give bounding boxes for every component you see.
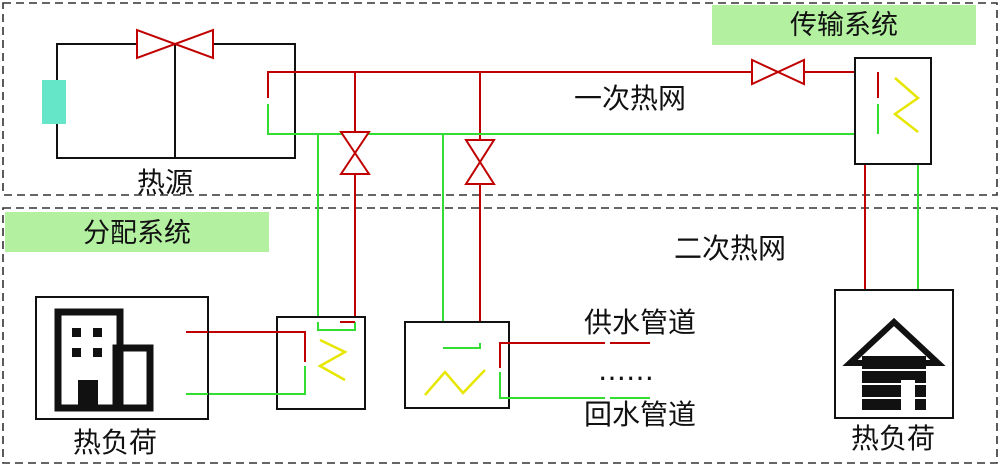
supply-pipe-label: 供水管道 <box>584 306 696 339</box>
distribution-tag <box>5 212 269 252</box>
transmission-valve <box>751 58 805 86</box>
substation-exchanger-box <box>854 57 932 165</box>
heat-source-valve <box>136 28 214 60</box>
primary-network-label: 一次热网 <box>574 82 686 115</box>
ellipsis-label: …… <box>598 354 654 387</box>
secondary-network-label: 二次热网 <box>674 232 786 265</box>
office-building-icon <box>54 308 154 412</box>
heat-source-label: 热源 <box>137 166 193 199</box>
transmission-tag <box>712 5 976 45</box>
house-icon <box>842 317 946 410</box>
distribution-region <box>2 207 998 464</box>
transmission-tag-label: 传输系统 <box>790 10 898 41</box>
heat-load-left-label: 热负荷 <box>73 426 157 459</box>
exchanger-2-box <box>404 321 510 409</box>
return-pipe-label: 回水管道 <box>584 398 696 431</box>
heat-source-block <box>42 80 66 124</box>
substation-exchanger-coil <box>892 77 921 133</box>
heat-load-right-label: 热负荷 <box>851 422 935 455</box>
branch-valve-1 <box>339 131 371 175</box>
exchanger-1-coil <box>317 338 348 382</box>
distribution-tag-label: 分配系统 <box>83 218 191 249</box>
transmission-region <box>2 2 998 196</box>
branch-valve-2 <box>464 139 496 185</box>
exchanger-2-coil <box>424 369 486 396</box>
